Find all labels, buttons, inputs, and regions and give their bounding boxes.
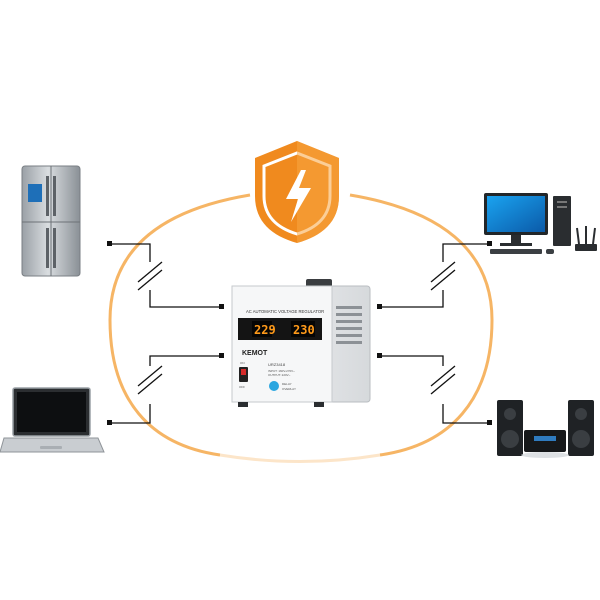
model-number: URZ3418 [268,362,286,367]
desktop-computer-icon [484,193,571,254]
protection-arc [108,193,494,463]
delay-led [269,381,279,391]
brand-logo: KEMOT [242,350,268,357]
wiring-left [110,243,222,424]
switch-off-label: OFF [239,385,245,389]
spec-output: OUTPUT: 220V~ [268,373,291,377]
router-icon [575,226,597,251]
wiring-right [380,243,490,424]
lightning-shield-icon [255,141,339,243]
wiring-left-nodes [107,241,224,425]
voltage-regulator: AC AUTOMATIC VOLTAGE REGULATOR 229 230 K… [231,279,371,407]
overlay-label: OVERLAY [282,387,296,391]
switch-on-label: ON [240,361,245,365]
refrigerator-icon [21,165,81,277]
wiring-right-nodes [377,241,492,425]
regulator-header: AC AUTOMATIC VOLTAGE REGULATOR [246,309,324,314]
delay-label: DELAY [282,382,292,386]
input-voltage-display: 229 [254,323,276,337]
output-voltage-display: 230 [293,323,315,337]
spec-input: INPUT: 160V-270V~ [268,369,295,373]
laptop-icon [0,387,105,453]
side-vents [336,306,362,344]
stereo-speakers-icon [497,400,594,458]
